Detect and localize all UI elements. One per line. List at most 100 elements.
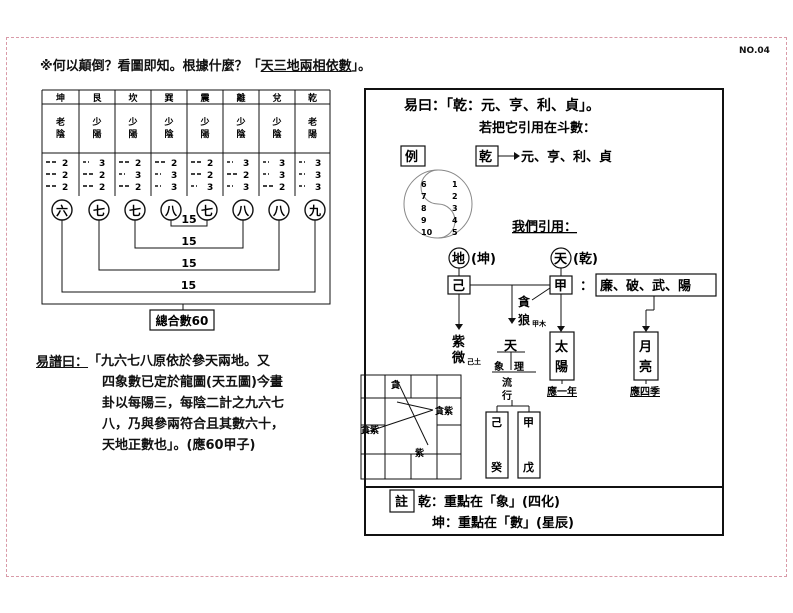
example-virtues: 元、亨、利、貞 [521,149,612,165]
total-box: 總合數60 [156,313,209,328]
example-label: 例 [405,149,418,165]
women-text: 我們引用： [512,219,577,235]
trigram-name: 坎 [128,92,138,104]
xiang-label: 象 [494,360,504,373]
yinyang-num-right: 5 [452,228,458,237]
trigram-yinyang-2: 陰 [164,128,174,140]
yao-mark: 3 [171,171,177,181]
yipu-line-2: 四象數已定於龍圖(天五圖)今畫 [102,375,283,390]
yao-mark: 2 [62,171,68,181]
trigram-name: 坤 [56,92,65,104]
header-question: ※何以顛倒？看圖即知。根據什麼？「天三地兩相依數」。 [40,55,371,74]
tanlang-char1: 貪 [517,294,531,309]
yinyang-num-right: 3 [452,204,458,213]
trigram-yinyang-2: 陰 [56,128,66,140]
yao-mark: 3 [315,171,321,181]
yinyang-num-left: 10 [421,228,433,237]
col-ji: 己 [491,416,502,429]
example-qian: 乾 [479,149,492,165]
note-label: 註 [395,494,408,510]
yao-mark: 3 [171,183,177,193]
yao-mark: 2 [207,159,213,169]
di-circle: 地 [452,251,465,267]
yao-mark: 3 [99,159,105,169]
circle-number: 七 [129,204,141,218]
liuxing-char2: 行 [501,389,512,402]
panel-diagram: 易曰：「乾：元、亨、利、貞」。 若把它引用在斗數： 例 乾 元、亨、利、貞 6 7… [389,97,717,531]
pair-sum: 15 [181,213,196,226]
yiyue-text: 易曰：「乾：元、亨、利、貞」。 [404,97,600,114]
trigram-yinyang-2: 陽 [308,129,317,140]
trigram-yinyang-2: 陽 [92,129,101,140]
jiamu-label: 甲木 [532,319,547,328]
circle-number: 七 [201,204,213,218]
yao-mark: 2 [135,183,141,193]
circle-number: 六 [56,203,68,218]
yinyang-num-left: 6 [421,180,427,189]
ying-yinian: 應一年 [547,385,577,398]
taiyang-char2: 陽 [555,359,568,375]
trigram-yinyang-1: 少 [271,116,281,128]
tian-circle: 天 [554,252,568,267]
trigram-yinyang-1: 少 [199,116,209,128]
ziwei-char1: 紫 [452,334,465,350]
ying-siji: 應四季 [630,385,661,398]
yueliang-char2: 亮 [639,359,652,375]
trigram-yinyang-2: 陰 [236,128,246,140]
col-wu: 戊 [522,460,534,474]
yao-mark: 2 [135,159,141,169]
colon-text: ： [580,279,593,294]
yao-mark: 2 [62,183,68,193]
trigram-name: 乾 [308,92,317,104]
grid-tanzi-right: 貪紫 [434,405,453,417]
yinyang-num-right: 1 [452,180,458,189]
yao-mark: 2 [99,171,105,181]
ji-box: 己 [452,279,465,294]
yipu-label: 易譜曰： [36,355,89,370]
trigram-name: 巽 [164,92,173,104]
yao-mark: 2 [62,159,68,169]
yinyang-num-right: 2 [452,192,458,201]
yao-mark: 3 [315,183,321,193]
trigram-yinyang-1: 少 [163,116,173,128]
yipu-line-1: 「九六七八原依於參天兩地。又 [88,354,271,369]
yueliang-char1: 月 [638,340,652,355]
header-prefix: ※何以顛倒？看圖即知。根據什麼？「 [40,59,261,74]
ziwei-char2: 微 [451,350,466,366]
yao-mark: 3 [279,171,285,181]
yipu-line-3: 卦以每陽三，每陰二計之九六七 [102,396,285,411]
yinyang-icon [403,169,473,239]
trigram-yinyang-2: 陽 [200,129,209,140]
yao-mark: 2 [207,171,213,181]
trigram-name: 艮 [92,93,102,104]
yinyang-num-right: 4 [452,216,458,225]
page-number: NO.04 [739,46,770,56]
trigram-yinyang-2: 陰 [272,128,282,140]
yipu-line-5: 天地正數也」。(應60甲子) [102,438,256,453]
trigram-yinyang-1: 少 [91,116,101,128]
trigram-yinyang-1: 老 [307,116,317,128]
ifquote-text: 若把它引用在斗數： [478,120,596,136]
circle-number: 七 [93,204,105,218]
yao-mark: 2 [99,183,105,193]
col-gui: 癸 [490,460,503,474]
circle-number: 八 [236,204,250,218]
header-emphasis: 天三地兩相依數 [260,59,352,74]
li-label: 理 [514,361,524,373]
note-line-2: 坤：重點在「數」(星辰) [432,515,574,531]
jia-box: 甲 [554,279,567,294]
tanlang-char2: 狼 [518,312,531,327]
col-jia: 甲 [523,416,534,429]
yinyang-num-left: 7 [421,192,427,201]
yao-mark: 3 [243,159,249,169]
header-suffix: 」。 [351,59,372,74]
kun-label: (坤) [471,251,496,267]
right-panel [364,88,724,536]
circle-number: 八 [164,204,178,218]
panel-footer-divider [364,486,724,488]
yipu-line-4: 八，乃與參兩符合且其數六十， [102,417,285,432]
qian-label: (乾) [573,251,598,267]
taiyang-char1: 太 [554,339,569,355]
yinyang-num-left: 9 [421,216,427,225]
yao-mark: 3 [207,183,213,193]
